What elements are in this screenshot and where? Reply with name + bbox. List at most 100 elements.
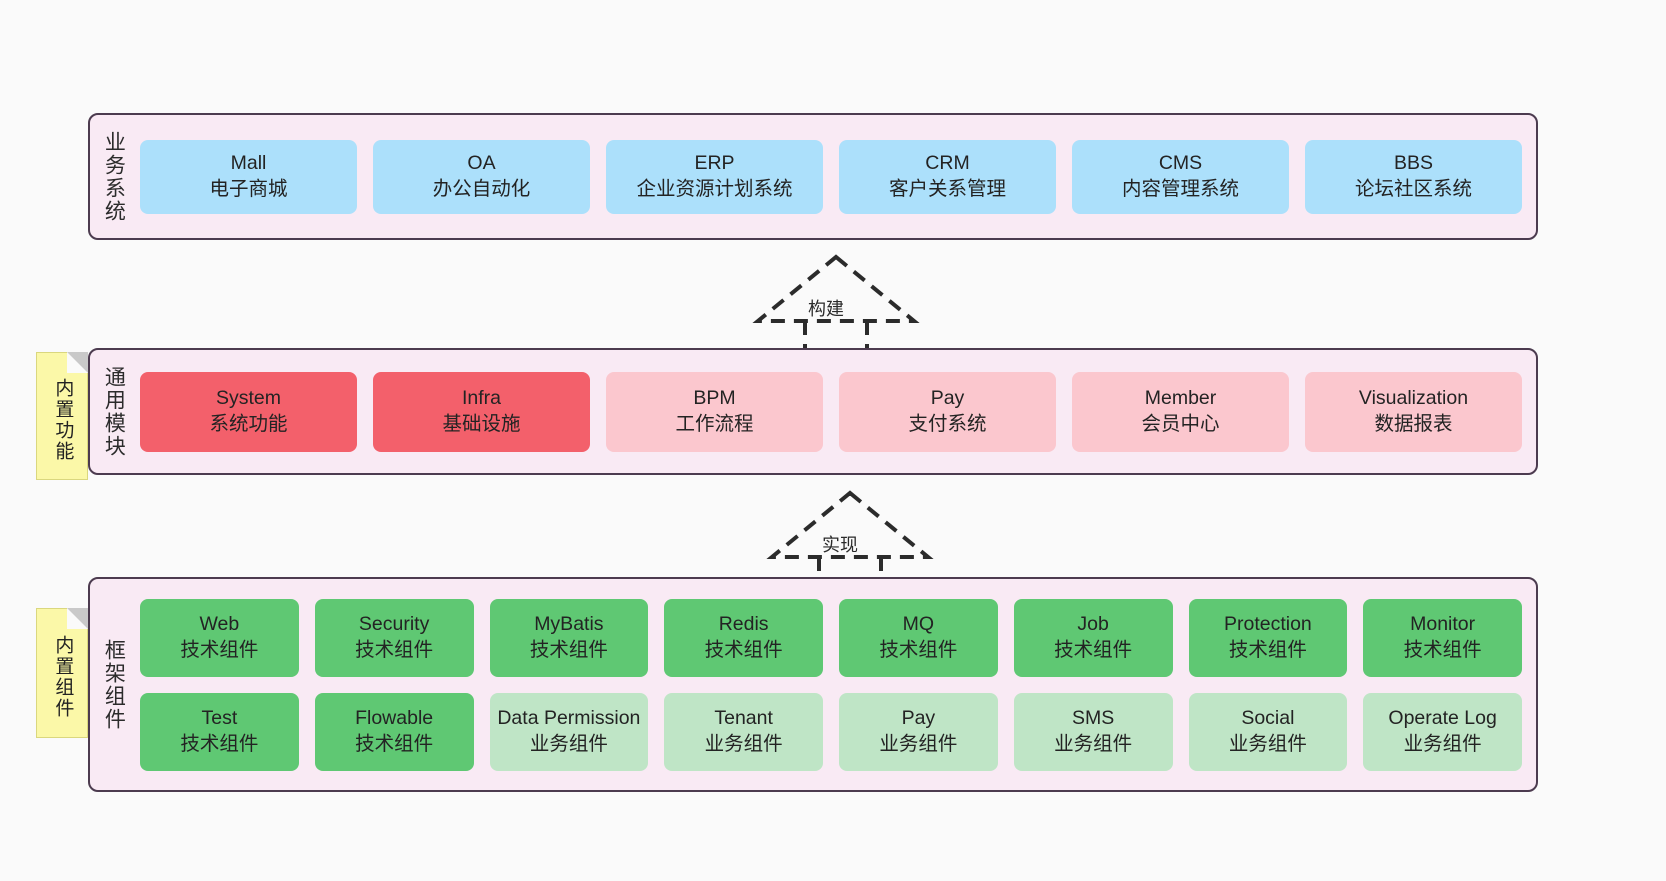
node-bbs[interactable]: BBS 论坛社区系统	[1305, 139, 1522, 214]
node-member[interactable]: Member 会员中心	[1072, 371, 1289, 452]
node-title: Flowable	[355, 707, 434, 730]
connector-label-implement: 实现	[822, 535, 858, 555]
node-subtitle: 企业资源计划系统	[636, 177, 793, 200]
layer-title-business-systems: 业务系统	[102, 130, 126, 223]
node-row: Web 技术组件 Security 技术组件 MyBatis 技术组件 Redi…	[140, 598, 1522, 677]
node-subtitle: 技术组件	[355, 732, 434, 755]
node-subtitle: 技术组件	[355, 638, 434, 661]
node-title: System	[215, 387, 281, 410]
node-infra[interactable]: Infra 基础设施	[373, 371, 590, 452]
node-social[interactable]: Social 业务组件	[1188, 692, 1348, 771]
node-title: BPM	[693, 387, 736, 410]
node-title: ERP	[694, 152, 735, 175]
node-title: Job	[1077, 613, 1109, 636]
node-pay-component[interactable]: Pay 业务组件	[839, 692, 998, 771]
node-subtitle: 会员中心	[1141, 412, 1220, 435]
node-subtitle: 内容管理系统	[1121, 177, 1239, 200]
node-subtitle: 业务组件	[1228, 732, 1307, 755]
node-protection[interactable]: Protection 技术组件	[1188, 598, 1348, 677]
node-subtitle: 系统功能	[209, 412, 288, 435]
generalization-arrow-icon	[752, 254, 920, 349]
layer-title-framework-components: 框架组件	[102, 638, 126, 731]
node-title: MQ	[902, 613, 935, 636]
node-title: Security	[358, 613, 430, 636]
node-title: Social	[1241, 707, 1295, 730]
node-title: Data Permission	[497, 707, 641, 730]
node-row: System 系统功能 Infra 基础设施 BPM 工作流程 Pay 支付系统…	[140, 371, 1522, 452]
node-title: CMS	[1158, 152, 1203, 175]
node-crm[interactable]: CRM 客户关系管理	[839, 139, 1056, 214]
node-subtitle: 技术组件	[1403, 638, 1482, 661]
connector-label-build: 构建	[808, 299, 844, 319]
node-web[interactable]: Web 技术组件	[140, 598, 299, 677]
connector-build-arrow: 构建	[746, 249, 926, 349]
node-title: Web	[199, 613, 240, 636]
node-sms[interactable]: SMS 业务组件	[1013, 692, 1173, 771]
node-oa[interactable]: OA 办公自动化	[373, 139, 590, 214]
node-title: MyBatis	[534, 613, 604, 636]
node-subtitle: 数据报表	[1374, 412, 1453, 435]
node-subtitle: 技术组件	[704, 638, 783, 661]
node-operate-log[interactable]: Operate Log 业务组件	[1363, 692, 1522, 771]
node-bpm[interactable]: BPM 工作流程	[606, 371, 823, 452]
node-mq[interactable]: MQ 技术组件	[839, 598, 998, 677]
node-subtitle: 技术组件	[1054, 638, 1133, 661]
node-subtitle: 技术组件	[180, 638, 259, 661]
node-title: Tenant	[714, 707, 773, 730]
layer-framework-components: 框架组件 Web 技术组件 Security 技术组件 MyBatis 技术组件…	[88, 577, 1538, 792]
node-security[interactable]: Security 技术组件	[314, 598, 474, 677]
node-title: Visualization	[1358, 387, 1469, 410]
layer-title-general-modules: 通用模块	[102, 365, 126, 458]
node-pay-module[interactable]: Pay 支付系统	[839, 371, 1056, 452]
node-subtitle: 业务组件	[879, 732, 958, 755]
sticky-note-label: 内置组件	[52, 635, 74, 719]
connector-implement-arrow: 实现	[760, 485, 940, 585]
node-subtitle: 技术组件	[879, 638, 958, 661]
node-title: Infra	[461, 387, 502, 410]
node-row: Test 技术组件 Flowable 技术组件 Data Permission …	[140, 692, 1522, 771]
node-system[interactable]: System 系统功能	[140, 371, 357, 452]
node-subtitle: 技术组件	[529, 638, 608, 661]
node-title: CRM	[925, 152, 970, 175]
node-cms[interactable]: CMS 内容管理系统	[1072, 139, 1289, 214]
node-title: Pay	[901, 707, 936, 730]
node-subtitle: 工作流程	[675, 412, 754, 435]
node-data-permission[interactable]: Data Permission 业务组件	[489, 692, 649, 771]
sticky-note-builtin-components: 内置组件	[36, 608, 88, 738]
node-subtitle: 电子商城	[209, 177, 288, 200]
node-monitor[interactable]: Monitor 技术组件	[1363, 598, 1522, 677]
node-subtitle: 办公自动化	[432, 177, 531, 200]
layer-general-modules: 通用模块 System 系统功能 Infra 基础设施 BPM 工作流程 Pay…	[88, 348, 1538, 475]
layer-body-framework-components: Web 技术组件 Security 技术组件 MyBatis 技术组件 Redi…	[136, 579, 1536, 790]
node-mall[interactable]: Mall 电子商城	[140, 139, 357, 214]
node-subtitle: 技术组件	[180, 732, 259, 755]
layer-business-systems: 业务系统 Mall 电子商城 OA 办公自动化 ERP 企业资源计划系统 CRM…	[88, 113, 1538, 240]
sticky-note-label: 内置功能	[52, 378, 74, 462]
node-title: Test	[201, 707, 238, 730]
node-title: Pay	[930, 387, 965, 410]
node-mybatis[interactable]: MyBatis 技术组件	[489, 598, 649, 677]
node-job[interactable]: Job 技术组件	[1013, 598, 1173, 677]
node-title: SMS	[1071, 707, 1115, 730]
node-subtitle: 客户关系管理	[888, 177, 1006, 200]
node-test[interactable]: Test 技术组件	[140, 692, 299, 771]
node-row: Mall 电子商城 OA 办公自动化 ERP 企业资源计划系统 CRM 客户关系…	[140, 139, 1522, 214]
node-subtitle: 业务组件	[1054, 732, 1133, 755]
node-visualization[interactable]: Visualization 数据报表	[1305, 371, 1522, 452]
node-title: BBS	[1393, 152, 1434, 175]
node-subtitle: 技术组件	[1228, 638, 1307, 661]
node-title: Protection	[1223, 613, 1312, 636]
node-subtitle: 论坛社区系统	[1354, 177, 1472, 200]
node-erp[interactable]: ERP 企业资源计划系统	[606, 139, 823, 214]
layer-body-business-systems: Mall 电子商城 OA 办公自动化 ERP 企业资源计划系统 CRM 客户关系…	[136, 115, 1536, 238]
node-subtitle: 业务组件	[529, 732, 608, 755]
node-tenant[interactable]: Tenant 业务组件	[664, 692, 823, 771]
layer-body-general-modules: System 系统功能 Infra 基础设施 BPM 工作流程 Pay 支付系统…	[136, 350, 1536, 473]
node-title: OA	[467, 152, 496, 175]
node-subtitle: 基础设施	[442, 412, 521, 435]
node-subtitle: 支付系统	[908, 412, 987, 435]
node-flowable[interactable]: Flowable 技术组件	[314, 692, 474, 771]
node-redis[interactable]: Redis 技术组件	[664, 598, 823, 677]
node-title: Redis	[718, 613, 769, 636]
